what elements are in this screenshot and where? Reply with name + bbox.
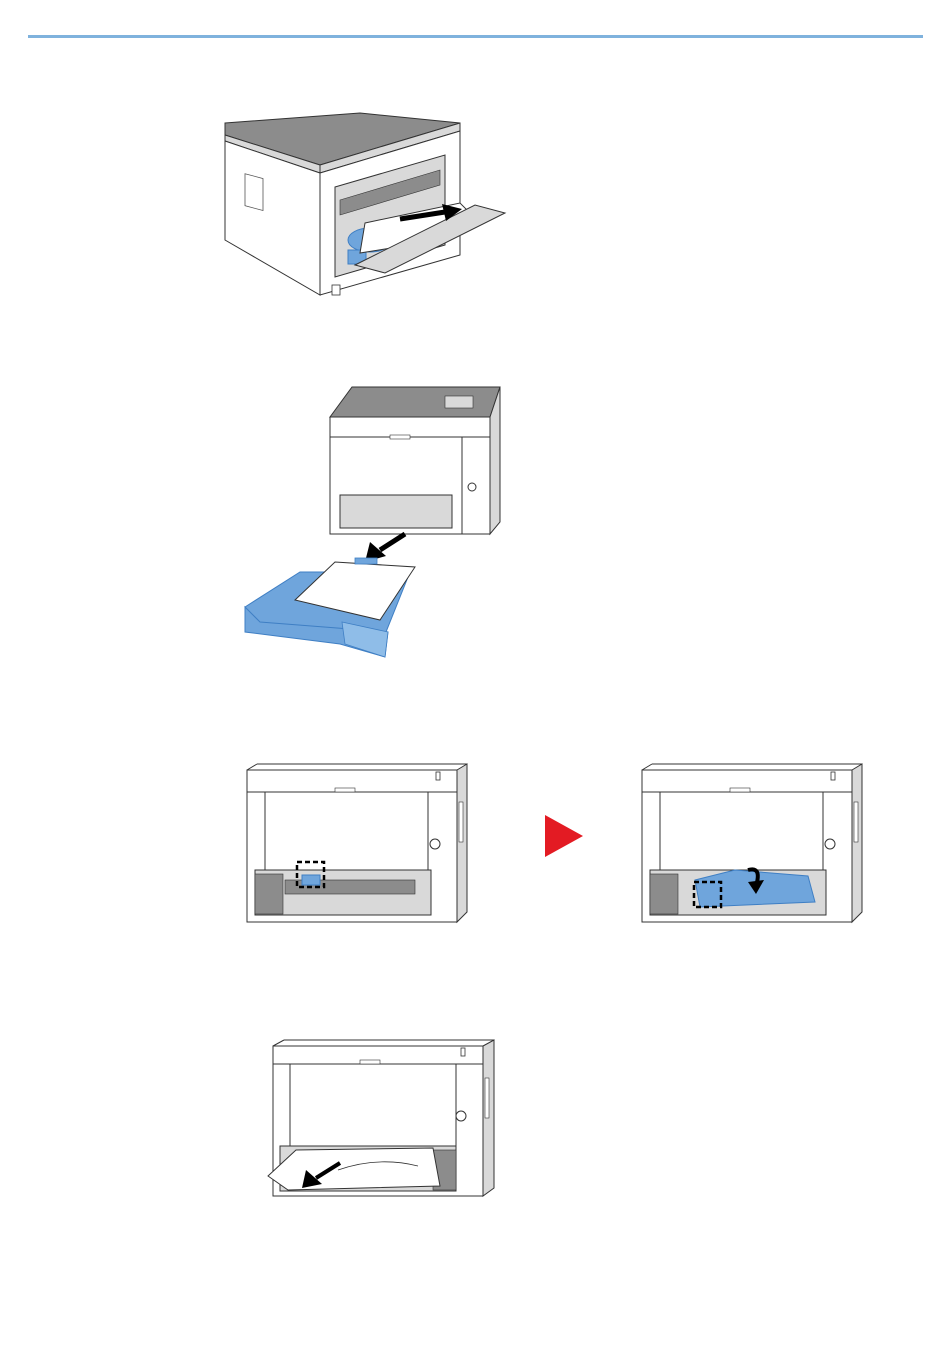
next-step-triangle-icon: [545, 815, 585, 857]
printer-top-surface: [330, 387, 500, 417]
printer-rear-paper-removal-illustration: [220, 105, 505, 300]
blue-lever: [302, 875, 320, 885]
printer-front-paper-removal-illustration: [268, 1038, 498, 1200]
cassette-slot: [340, 495, 452, 528]
jammed-paper: [268, 1148, 440, 1190]
header-rule: [28, 35, 923, 38]
printer-open-front-cover-illustration: [640, 762, 865, 925]
printer-lever-location-illustration: [245, 762, 470, 925]
printer-cassette-removal-illustration: [240, 382, 505, 662]
